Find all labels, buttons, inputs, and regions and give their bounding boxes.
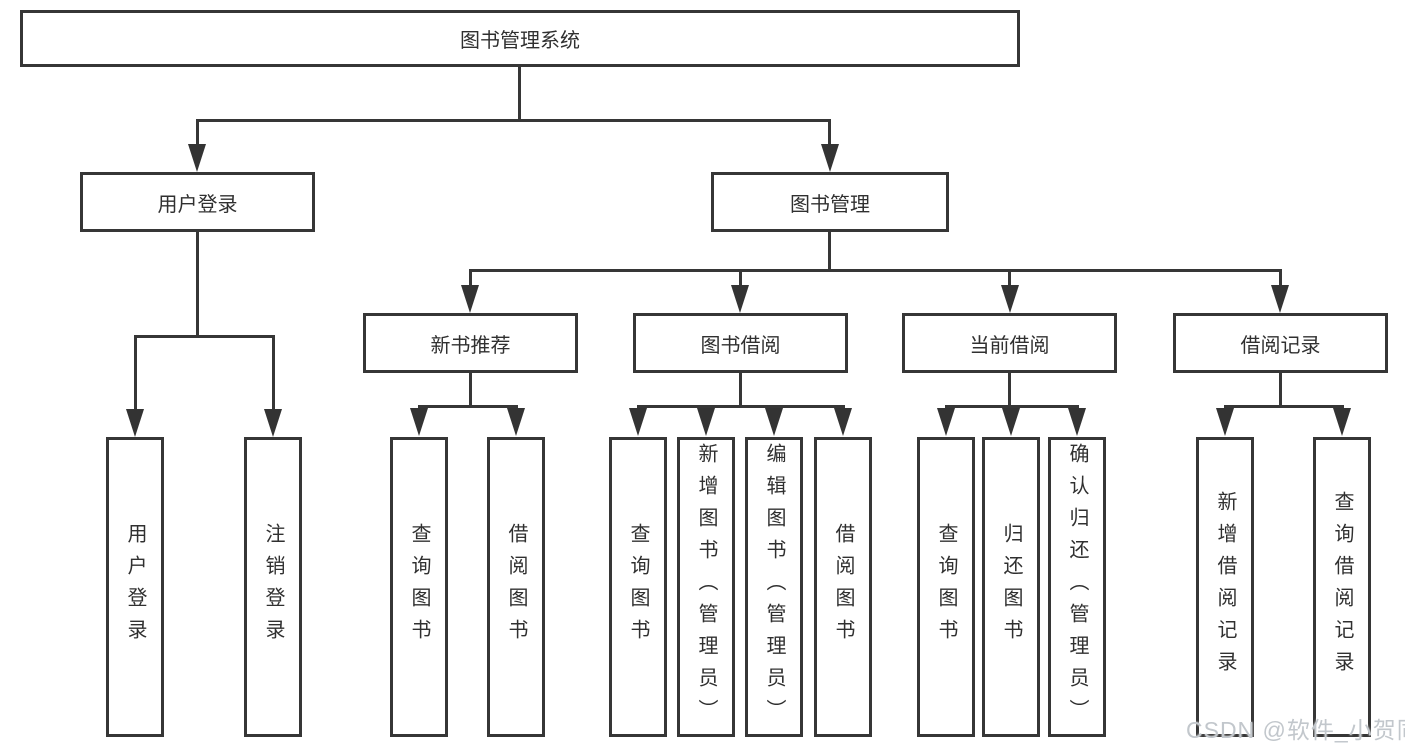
connector-line bbox=[1279, 373, 1282, 407]
arrowhead-down-icon bbox=[188, 144, 206, 172]
node-book-borrow-label: 图书借阅 bbox=[700, 334, 781, 357]
arrowhead-down-icon bbox=[1068, 408, 1086, 436]
node-new-book-rec: 新书推荐 bbox=[363, 313, 578, 373]
node-borrow-record: 借阅记录 bbox=[1173, 313, 1388, 373]
arrowhead-down-icon bbox=[1271, 285, 1289, 313]
leaf-rec-query-books: 查询图书 bbox=[390, 437, 448, 737]
leaf-bb-query-books: 查询图书 bbox=[609, 437, 667, 737]
leaf-cb-return-books-label: 归还图书 bbox=[1000, 523, 1022, 651]
leaf-logout: 注销登录 bbox=[244, 437, 302, 737]
leaf-cb-confirm-return-label: 确认归还（管理员） bbox=[1066, 443, 1088, 731]
leaf-br-add-record-label: 新增借阅记录 bbox=[1214, 491, 1236, 683]
node-root-label: 图书管理系统 bbox=[460, 30, 580, 52]
leaf-cb-query-books-label: 查询图书 bbox=[935, 523, 957, 651]
connector-line bbox=[1224, 405, 1344, 408]
connector-line bbox=[134, 335, 275, 338]
connector-line bbox=[518, 67, 521, 120]
connector-line bbox=[828, 232, 831, 270]
connector-line bbox=[196, 119, 199, 146]
arrowhead-down-icon bbox=[765, 408, 783, 436]
leaf-cb-query-books: 查询图书 bbox=[917, 437, 975, 737]
arrowhead-down-icon bbox=[461, 285, 479, 313]
node-book-borrow: 图书借阅 bbox=[633, 313, 848, 373]
node-current-borrow: 当前借阅 bbox=[902, 313, 1117, 373]
node-book-mgmt-label: 图书管理 bbox=[790, 193, 870, 216]
connector-line bbox=[469, 269, 1282, 272]
leaf-logout-label: 注销登录 bbox=[262, 523, 284, 651]
leaf-br-query-record-label: 查询借阅记录 bbox=[1331, 491, 1353, 683]
arrowhead-down-icon bbox=[1216, 408, 1234, 436]
connector-line bbox=[418, 405, 518, 408]
node-root: 图书管理系统 bbox=[20, 10, 1020, 67]
node-new-book-rec-label: 新书推荐 bbox=[430, 334, 511, 357]
arrowhead-down-icon bbox=[1001, 285, 1019, 313]
leaf-br-query-record: 查询借阅记录 bbox=[1313, 437, 1371, 737]
connector-line bbox=[1008, 373, 1011, 407]
leaf-bb-add-books: 新增图书（管理员） bbox=[677, 437, 735, 737]
leaf-bb-edit-books: 编辑图书（管理员） bbox=[745, 437, 803, 737]
connector-line bbox=[469, 269, 472, 287]
node-current-borrow-label: 当前借阅 bbox=[969, 334, 1050, 357]
arrowhead-down-icon bbox=[410, 408, 428, 436]
leaf-rec-query-books-label: 查询图书 bbox=[408, 523, 430, 651]
connector-line bbox=[196, 232, 199, 336]
arrowhead-down-icon bbox=[264, 409, 282, 437]
connector-line bbox=[828, 119, 831, 146]
arrowhead-down-icon bbox=[629, 408, 647, 436]
arrowhead-down-icon bbox=[821, 144, 839, 172]
leaf-cb-confirm-return: 确认归还（管理员） bbox=[1048, 437, 1106, 737]
connector-line bbox=[1008, 269, 1011, 287]
connector-line bbox=[1279, 269, 1282, 287]
connector-line bbox=[196, 119, 831, 122]
leaf-cb-return-books: 归还图书 bbox=[982, 437, 1040, 737]
watermark: CSDN @软件_小贺同学 bbox=[1186, 717, 1405, 743]
connector-line bbox=[945, 405, 1079, 408]
connector-line bbox=[739, 373, 742, 407]
connector-line bbox=[739, 269, 742, 287]
arrowhead-down-icon bbox=[937, 408, 955, 436]
leaf-bb-query-books-label: 查询图书 bbox=[627, 523, 649, 651]
arrowhead-down-icon bbox=[507, 408, 525, 436]
leaf-br-add-record: 新增借阅记录 bbox=[1196, 437, 1254, 737]
leaf-bb-borrow-books-label: 借阅图书 bbox=[832, 523, 854, 651]
leaf-bb-edit-books-label: 编辑图书（管理员） bbox=[763, 443, 785, 731]
leaf-bb-borrow-books: 借阅图书 bbox=[814, 437, 872, 737]
leaf-user-login: 用户登录 bbox=[106, 437, 164, 737]
connector-line bbox=[637, 405, 845, 408]
arrowhead-down-icon bbox=[1333, 408, 1351, 436]
leaf-bb-add-books-label: 新增图书（管理员） bbox=[695, 443, 717, 731]
connector-line bbox=[134, 335, 137, 411]
arrowhead-down-icon bbox=[126, 409, 144, 437]
node-borrow-record-label: 借阅记录 bbox=[1240, 334, 1321, 357]
leaf-rec-borrow-books-label: 借阅图书 bbox=[505, 523, 527, 651]
node-user-login: 用户登录 bbox=[80, 172, 315, 232]
leaf-rec-borrow-books: 借阅图书 bbox=[487, 437, 545, 737]
arrowhead-down-icon bbox=[731, 285, 749, 313]
arrowhead-down-icon bbox=[1002, 408, 1020, 436]
arrowhead-down-icon bbox=[697, 408, 715, 436]
node-user-login-label: 用户登录 bbox=[157, 193, 238, 216]
node-book-mgmt: 图书管理 bbox=[711, 172, 949, 232]
leaf-user-login-label: 用户登录 bbox=[124, 523, 146, 651]
connector-line bbox=[469, 373, 472, 407]
connector-line bbox=[272, 335, 275, 411]
arrowhead-down-icon bbox=[834, 408, 852, 436]
